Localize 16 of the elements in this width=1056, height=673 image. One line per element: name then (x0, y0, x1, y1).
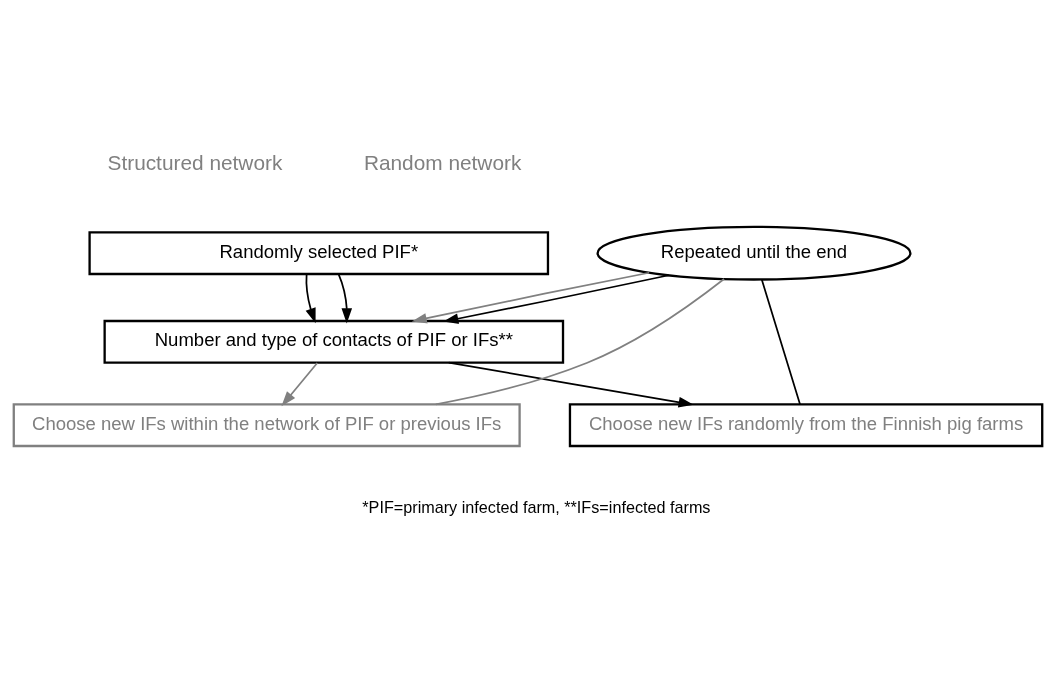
node-box: Choose new IFs randomly from the Finnish pig farms (568, 403, 1044, 448)
connector (434, 278, 725, 406)
node-box: Number and type of contacts of PIF or IFs** (103, 319, 565, 364)
node-box: Choose new IFs within the network of PIF or previous IFs (12, 403, 521, 448)
label: *PIF=primary infected farm, **IFs=infected farms (362, 497, 711, 516)
arrow (305, 273, 316, 324)
arrow (337, 273, 353, 324)
arrow (281, 362, 319, 407)
node-ellipse: Repeated until the end (596, 225, 912, 281)
arrow (411, 271, 650, 324)
node-box: Randomly selected PIF* (88, 231, 550, 276)
label: Structured network (107, 150, 283, 174)
arrow (443, 274, 670, 324)
arrow (447, 361, 694, 408)
label: Random network (363, 150, 522, 174)
connector (760, 278, 801, 406)
